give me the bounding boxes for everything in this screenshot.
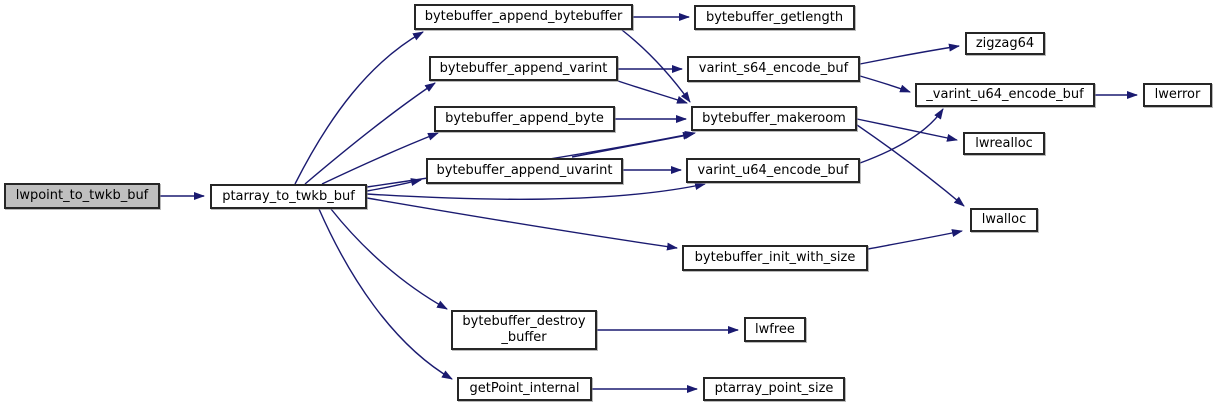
- node-label: bytebuffer_init_with_size: [694, 250, 856, 265]
- node-label: bytebuffer_append_uvarint: [436, 163, 613, 178]
- edge-ptarray_to_twkb_buf-to-bytebuffer_init_with_size: [366, 197, 678, 251]
- node-label: bytebuffer_destroy: [462, 314, 586, 329]
- node-lwalloc[interactable]: lwalloc: [970, 208, 1038, 232]
- edge-ptarray_to_twkb_buf-to-bytebuffer_append_uvarint: [366, 178, 422, 192]
- node-bytebuffer_makeroom[interactable]: bytebuffer_makeroom: [691, 106, 857, 131]
- edge-ptarray_to_twkb_buf-to-bytebuffer_append_varint: [304, 82, 436, 185]
- edge-ptarray_to_twkb_buf-to-bytebuffer_append_bytebuffer: [294, 31, 424, 185]
- node-label: getPoint_internal: [469, 381, 580, 396]
- node-bytebuffer_init_with_size[interactable]: bytebuffer_init_with_size: [682, 245, 868, 271]
- node-bytebuffer_append_bytebuffer[interactable]: bytebuffer_append_bytebuffer: [414, 4, 633, 30]
- node-label: lwerror: [1154, 87, 1201, 102]
- node-bytebuffer_append_byte[interactable]: bytebuffer_append_byte: [434, 106, 615, 132]
- edge-ptarray_to_twkb_buf-to-varint_u64_encode_buf: [366, 182, 706, 200]
- node-label: ptarray_point_size: [714, 381, 834, 396]
- node-bytebuffer_append_uvarint[interactable]: bytebuffer_append_uvarint: [426, 158, 623, 184]
- edge-bytebuffer_append_uvarint-to-bytebuffer_makeroom: [571, 131, 694, 158]
- edge-ptarray_to_twkb_buf-to-getPoint_internal: [318, 208, 453, 380]
- node-bytebuffer_getlength[interactable]: bytebuffer_getlength: [694, 5, 855, 30]
- node-lwfree[interactable]: lwfree: [744, 317, 806, 342]
- edge-varint_s64_encode_buf-to-zigzag64: [859, 43, 960, 65]
- edge-bytebuffer_append_varint-to-bytebuffer_makeroom: [617, 80, 688, 104]
- node-label: varint_s64_encode_buf: [698, 61, 849, 76]
- node-lwpoint_to_twkb_buf[interactable]: lwpoint_to_twkb_buf: [4, 183, 160, 209]
- node-label: bytebuffer_makeroom: [702, 110, 846, 126]
- node-label: zigzag64: [975, 35, 1035, 51]
- node-label: varint_u64_encode_buf: [697, 162, 849, 178]
- node-bytebuffer_destroy_buffer[interactable]: bytebuffer_destroy_buffer: [451, 310, 597, 350]
- node-lwrealloc[interactable]: lwrealloc: [963, 132, 1045, 155]
- node-zigzag64[interactable]: zigzag64: [965, 32, 1045, 55]
- node-_varint_u64_encode_buf[interactable]: _varint_u64_encode_buf: [915, 83, 1095, 107]
- node-label: lwpoint_to_twkb_buf: [15, 188, 149, 203]
- node-label: lwrealloc: [975, 135, 1033, 151]
- edge-bytebuffer_init_with_size-to-lwalloc: [867, 229, 963, 250]
- edge-bytebuffer_makeroom-to-lwalloc: [856, 124, 965, 207]
- node-bytebuffer_append_varint[interactable]: bytebuffer_append_varint: [429, 56, 618, 81]
- node-label: lwalloc: [981, 212, 1027, 227]
- node-label: bytebuffer_append_varint: [439, 60, 608, 76]
- edge-varint_s64_encode_buf-to-_varint_u64_encode_buf: [859, 75, 911, 93]
- node-getPoint_internal[interactable]: getPoint_internal: [457, 377, 592, 401]
- node-lwerror[interactable]: lwerror: [1143, 83, 1212, 107]
- node-label: _buffer: [501, 330, 547, 345]
- node-ptarray_point_size[interactable]: ptarray_point_size: [703, 377, 845, 401]
- edge-bytebuffer_append_bytebuffer-to-bytebuffer_makeroom: [621, 29, 691, 103]
- edge-ptarray_to_twkb_buf-to-bytebuffer_destroy_buffer: [330, 208, 448, 310]
- node-label: lwfree: [755, 321, 795, 337]
- node-ptarray_to_twkb_buf[interactable]: ptarray_to_twkb_buf: [210, 184, 367, 209]
- edge-bytebuffer_makeroom-to-lwrealloc: [856, 118, 958, 142]
- edge-varint_u64_encode_buf-to-_varint_u64_encode_buf: [859, 108, 944, 164]
- node-label: bytebuffer_append_byte: [445, 111, 604, 126]
- node-label: bytebuffer_append_bytebuffer: [424, 9, 623, 24]
- node-varint_s64_encode_buf[interactable]: varint_s64_encode_buf: [687, 56, 860, 82]
- node-label: _varint_u64_encode_buf: [926, 87, 1084, 102]
- node-label: ptarray_to_twkb_buf: [222, 188, 355, 204]
- node-label: bytebuffer_getlength: [705, 9, 844, 25]
- edge-ptarray_to_twkb_buf-to-bytebuffer_append_byte: [321, 132, 439, 185]
- node-varint_u64_encode_buf[interactable]: varint_u64_encode_buf: [686, 158, 860, 183]
